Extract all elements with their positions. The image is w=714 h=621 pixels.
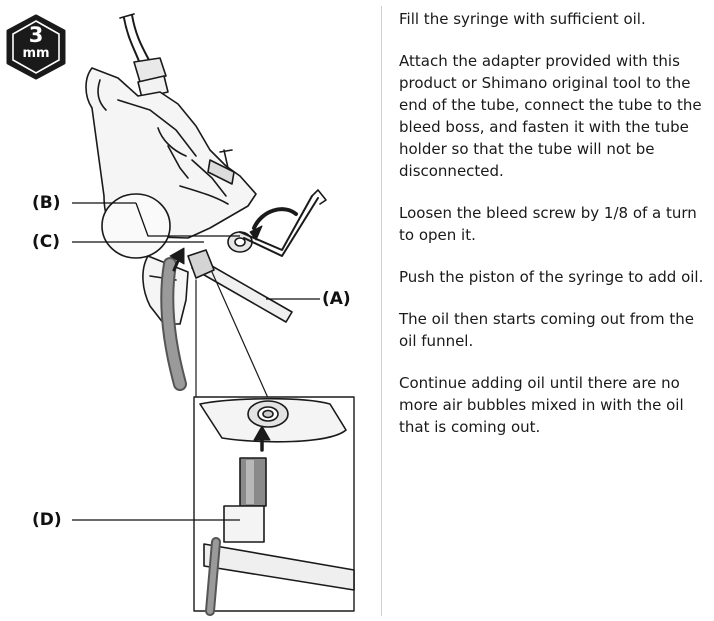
step-text: The oil then starts coming out from the … (399, 310, 694, 350)
callout-d: (D) (32, 510, 62, 530)
instruction-steps: Fill the syringe with sufficient oil. At… (399, 8, 711, 458)
step-text: Continue adding oil until there are no m… (399, 374, 684, 436)
tool-size: 3 (28, 23, 44, 47)
callout-a: (A) (322, 289, 351, 309)
leader-b-bend (135, 202, 240, 237)
step-text: Push the piston of the syringe to add oi… (399, 268, 704, 286)
hex-wrench-icon (6, 14, 66, 80)
tool-unit: mm (22, 46, 50, 61)
step-text: Loosen the bleed screw by 1/8 of a turn … (399, 204, 697, 244)
column-divider (381, 6, 382, 616)
step-text: Attach the adapter provided with this pr… (399, 52, 702, 180)
brake-caliper-illustration (72, 13, 355, 616)
callout-b: (B) (32, 193, 61, 213)
callout-c: (C) (32, 232, 61, 252)
step-text: Fill the syringe with sufficient oil. (399, 10, 646, 28)
